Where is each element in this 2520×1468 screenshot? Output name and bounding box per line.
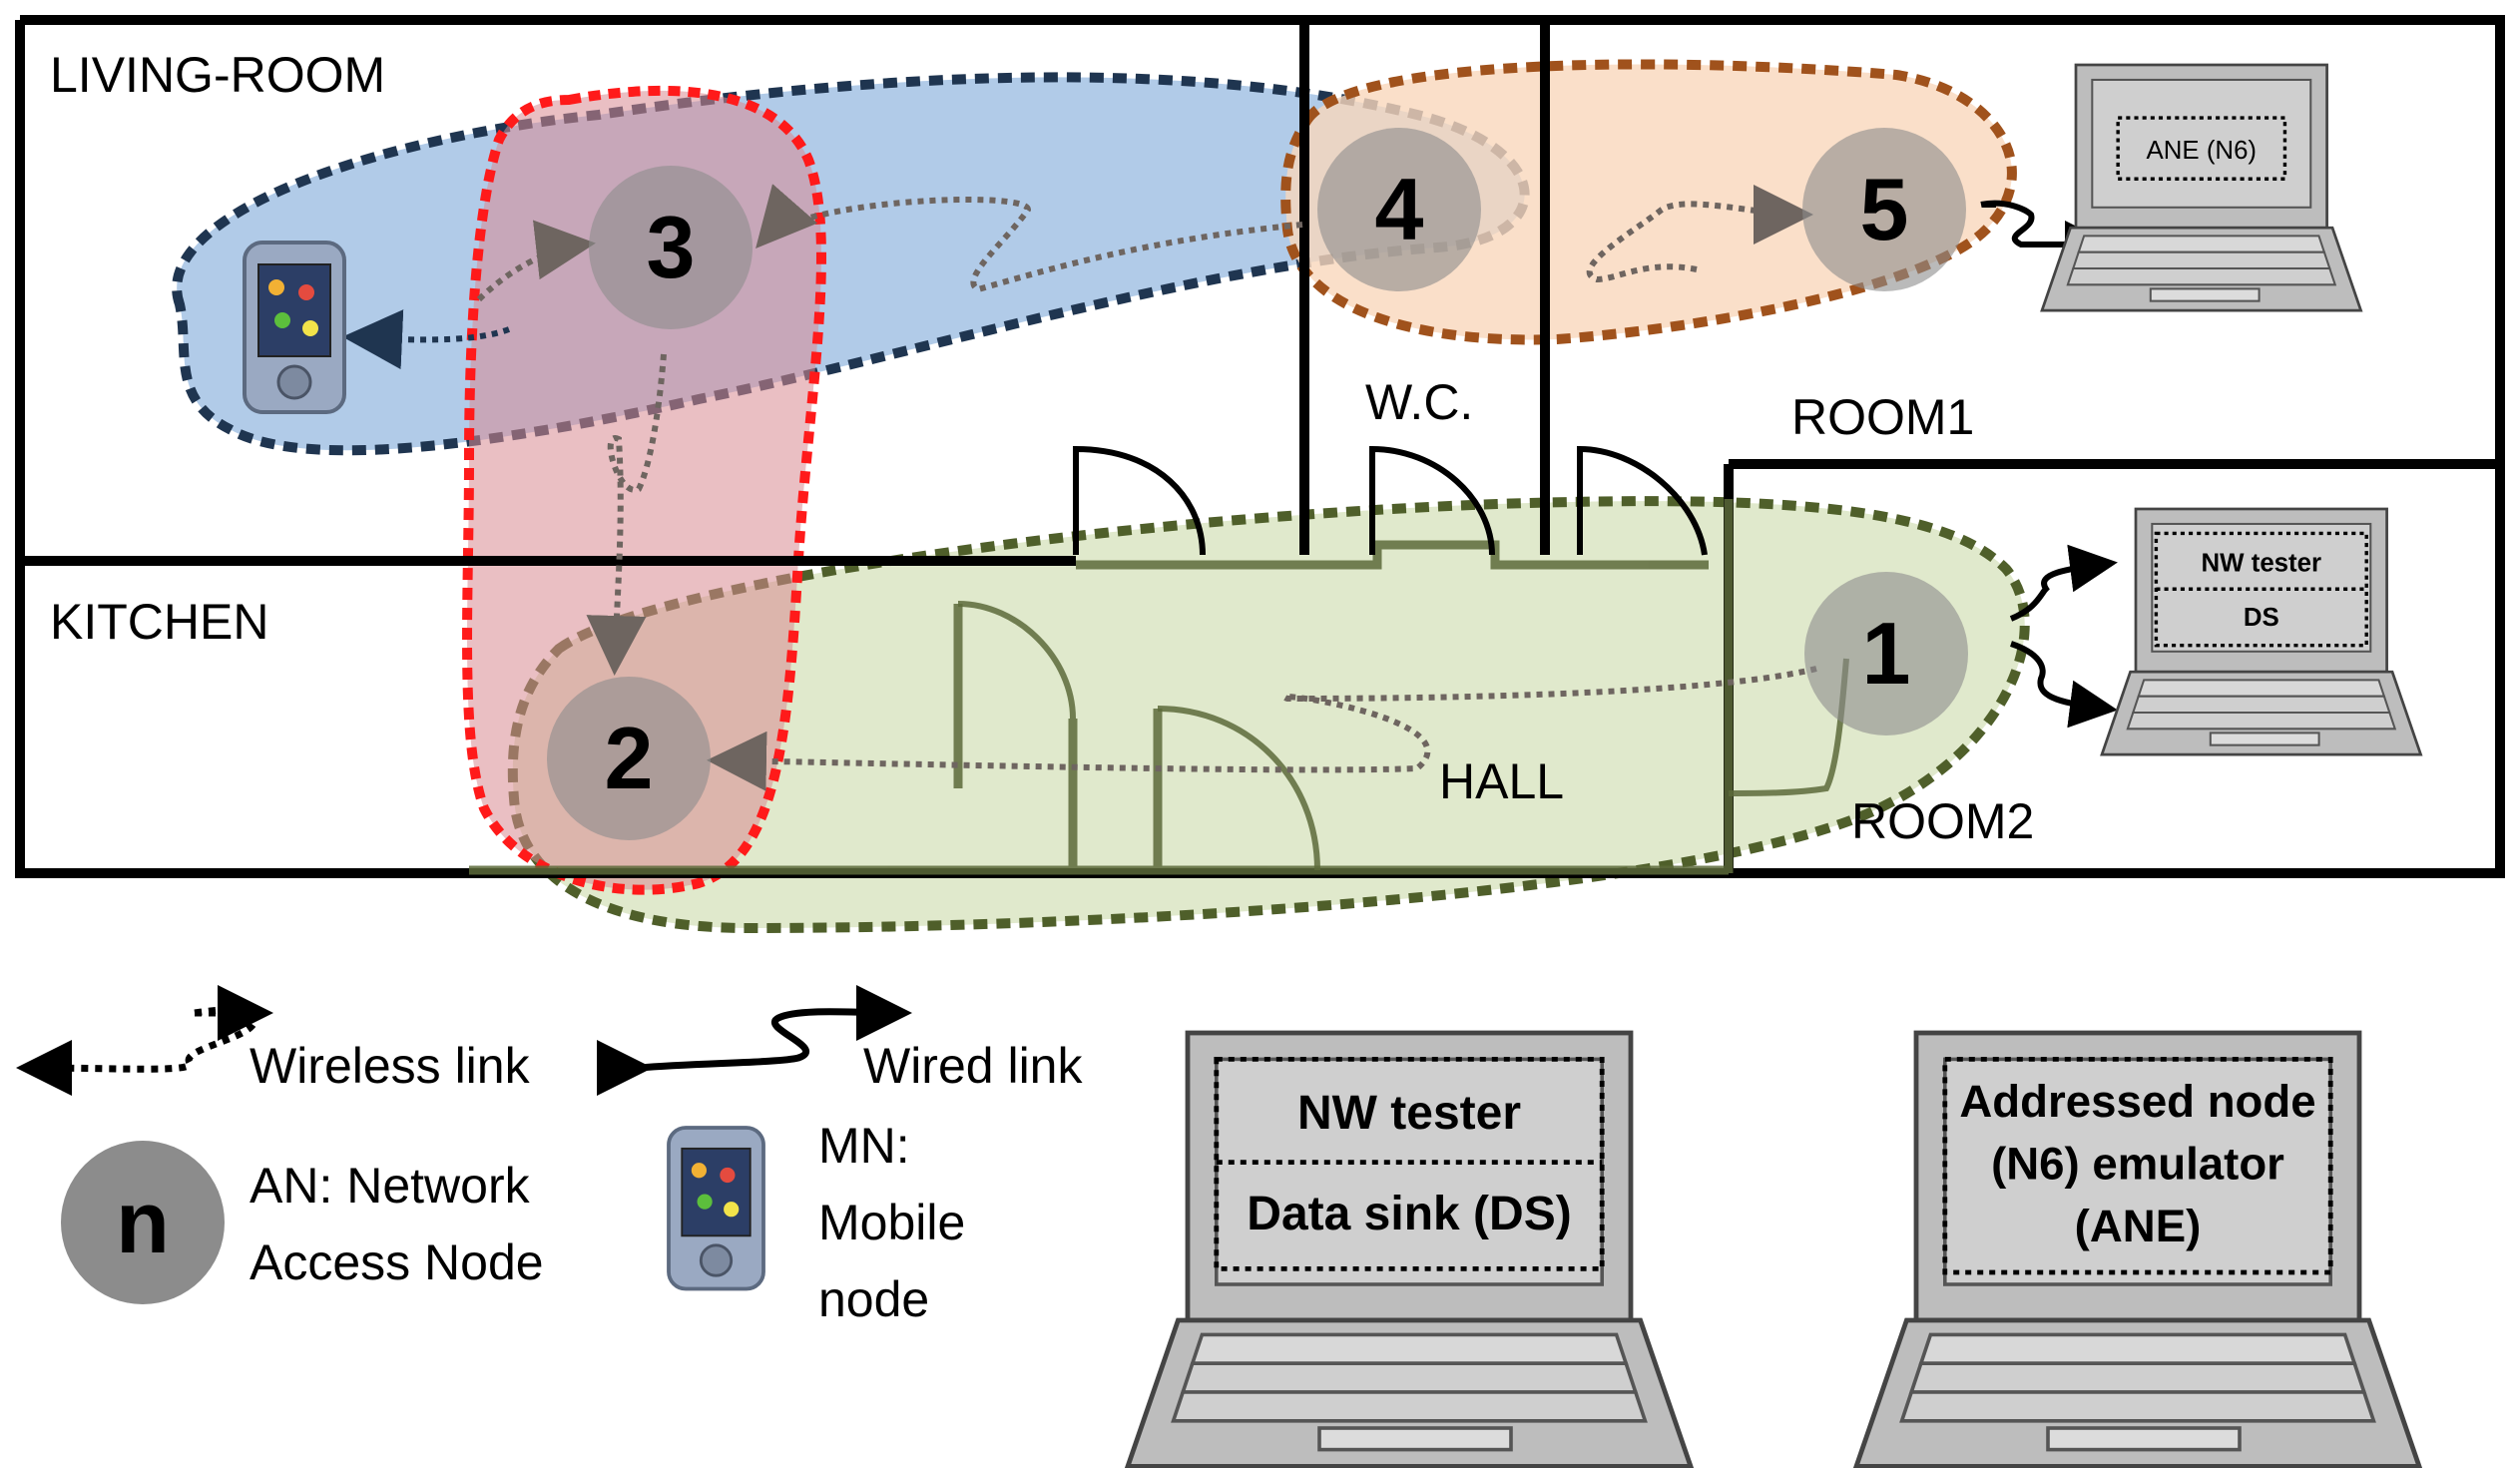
living-room-label: LIVING-ROOM xyxy=(50,47,385,103)
legend-laptop-a-text-bottom: Data sink (DS) xyxy=(1247,1188,1571,1240)
legend-laptop-a: NW tester Data sink (DS) xyxy=(1128,1033,1691,1466)
wireless-links xyxy=(476,184,1817,791)
legend-laptop-b-line2: (N6) emulator xyxy=(1991,1138,2284,1189)
legend-wired-label: Wired link xyxy=(863,1038,1083,1094)
legend-laptop-b: Addressed node (N6) emulator (ANE) xyxy=(1856,1033,2419,1466)
legend-an-symbol xyxy=(61,1141,225,1304)
node-2: 2 xyxy=(547,677,711,840)
node-4-label: 4 xyxy=(1375,160,1424,258)
legend: Wireless link Wired link n AN: Network A… xyxy=(16,984,2419,1467)
node-5-label: 5 xyxy=(1860,160,1909,258)
wc-label: W.C. xyxy=(1365,374,1473,430)
legend-mn-line1: MN: xyxy=(818,1118,910,1174)
node-4: 4 xyxy=(1317,128,1481,291)
legend-mobile-node-symbol xyxy=(667,1126,765,1291)
node-5: 5 xyxy=(1802,128,1966,291)
legend-laptop-a-text-top: NW tester xyxy=(1297,1087,1521,1140)
hall-walls xyxy=(469,499,1734,875)
node-2-label: 2 xyxy=(605,709,654,807)
legend-wireless-label: Wireless link xyxy=(250,1038,531,1094)
legend-wired-symbol xyxy=(638,984,912,1072)
coverage-zones xyxy=(172,59,2030,934)
node-1-label: 1 xyxy=(1862,604,1911,703)
mobile-node xyxy=(243,241,346,414)
legend-an-letter: n xyxy=(116,1173,170,1271)
legend-wireless-symbol xyxy=(16,1006,258,1097)
legend-mn-line3: node xyxy=(818,1271,929,1327)
legend-mn-line2: Mobile xyxy=(818,1195,965,1250)
walls xyxy=(15,15,2505,878)
node-3-label: 3 xyxy=(647,198,696,296)
kitchen-label: KITCHEN xyxy=(50,594,268,650)
hall-label: HALL xyxy=(1439,753,1564,809)
room1-laptop-text: ANE (N6) xyxy=(2147,137,2258,165)
laptop-room1: ANE (N6) xyxy=(2040,63,2362,312)
room2-laptop-text-bottom: DS xyxy=(2244,604,2279,632)
node-3: 3 xyxy=(589,166,753,329)
room1-label: ROOM1 xyxy=(1791,389,1974,445)
laptop-room2: NW tester DS xyxy=(2100,507,2422,756)
node-1: 1 xyxy=(1804,572,1968,735)
room-labels: LIVING-ROOM KITCHEN W.C. ROOM1 ROOM2 HAL… xyxy=(50,47,2034,849)
wired-links xyxy=(1980,200,2118,729)
room2-label: ROOM2 xyxy=(1851,793,2034,849)
access-nodes: 3 4 5 2 1 xyxy=(547,128,1968,840)
legend-an-line1: AN: Network xyxy=(250,1158,531,1214)
doors xyxy=(1073,445,1708,556)
room2-laptop-text-top: NW tester xyxy=(2202,550,2322,578)
green-zone xyxy=(507,496,2030,934)
mobile-link xyxy=(342,309,511,370)
legend-laptop-b-line1: Addressed node xyxy=(1959,1076,2315,1127)
legend-laptop-b-line3: (ANE) xyxy=(2075,1201,2202,1251)
legend-an-line2: Access Node xyxy=(250,1234,544,1290)
